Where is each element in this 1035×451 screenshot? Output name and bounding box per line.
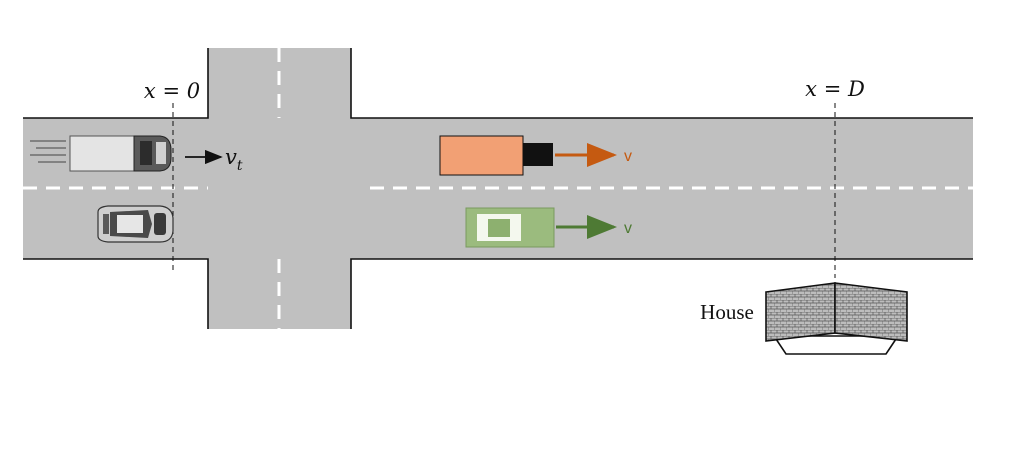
car-icon: [97, 205, 174, 243]
vt-label-base: v: [225, 145, 237, 169]
green-v-label: v: [624, 220, 632, 237]
orange-vehicle: [439, 135, 553, 176]
house-roof-icon: [765, 282, 908, 355]
green-vehicle: [465, 207, 555, 248]
vt-label-subscript: t: [237, 158, 243, 174]
x0-label: x = 0: [144, 79, 200, 103]
xD-label: x = D: [805, 77, 865, 101]
road-edges: [23, 48, 973, 329]
vt-label: vt: [225, 145, 243, 174]
house-label: House: [700, 300, 754, 324]
orange-v-label: v: [624, 148, 632, 165]
moving-truck-icon: [30, 135, 172, 172]
